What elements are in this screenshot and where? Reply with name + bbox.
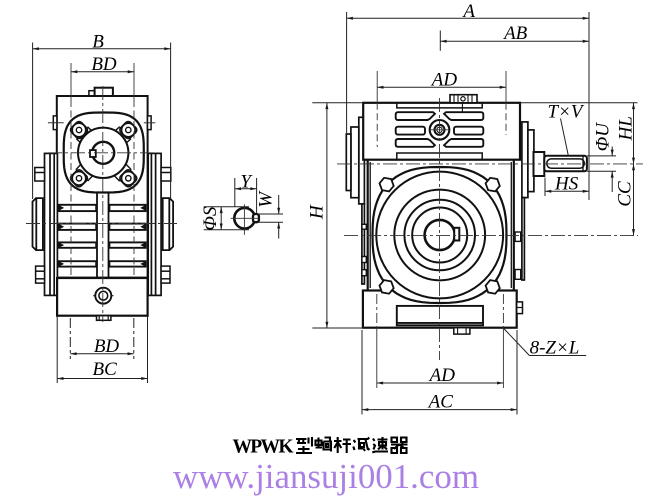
svg-text:BD: BD xyxy=(91,54,117,75)
svg-text:8-Z×L: 8-Z×L xyxy=(530,338,580,359)
svg-text:W: W xyxy=(256,190,277,208)
svg-text:BD: BD xyxy=(94,336,120,357)
svg-text:HL: HL xyxy=(616,116,637,141)
svg-text:AB: AB xyxy=(502,23,528,44)
svg-text:ΦU: ΦU xyxy=(593,122,614,151)
svg-text:CC: CC xyxy=(614,181,635,207)
svg-text:AD: AD xyxy=(430,69,458,90)
svg-text:www.jiansuji001.com: www.jiansuji001.com xyxy=(173,457,479,496)
svg-text:Y: Y xyxy=(240,171,253,192)
svg-text:BC: BC xyxy=(93,359,118,380)
svg-text:A: A xyxy=(461,1,475,22)
svg-text:AC: AC xyxy=(427,392,454,413)
svg-text:T×V: T×V xyxy=(548,102,585,123)
svg-text:H: H xyxy=(306,204,327,220)
svg-text:WPWK: WPWK xyxy=(233,437,295,458)
svg-text:HS: HS xyxy=(554,174,579,195)
svg-text:AD: AD xyxy=(428,365,456,386)
svg-text:ΦS: ΦS xyxy=(200,206,221,230)
svg-text:B: B xyxy=(92,31,104,52)
